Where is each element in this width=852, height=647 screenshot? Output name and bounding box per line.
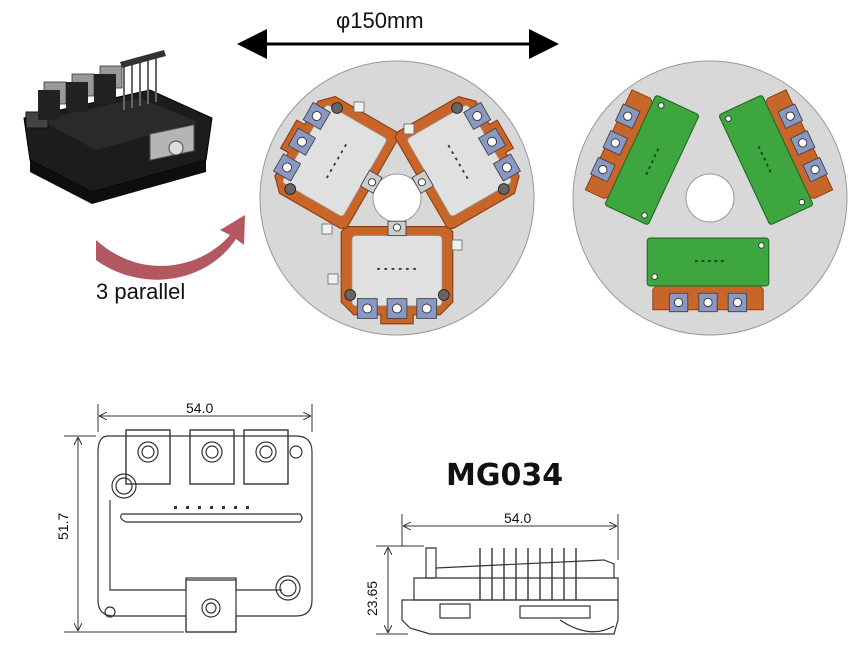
diameter-label: φ150mm (336, 8, 424, 33)
top-width-value: 54.0 (186, 400, 214, 416)
parallel-label: 3 parallel (96, 279, 186, 304)
side-height-value: 23.65 (364, 580, 380, 616)
model-label: MG034 (446, 458, 564, 493)
side-view-drawing (401, 547, 619, 635)
disc-with-pcbs (572, 60, 848, 336)
top-width-dimension (97, 404, 313, 432)
parallel-arrow (96, 215, 245, 280)
side-width-value: 54.0 (504, 510, 532, 526)
module-photo (23, 50, 213, 204)
top-height-value: 51.7 (55, 512, 71, 540)
top-view-drawing (97, 429, 313, 633)
side-width-dimension (401, 514, 619, 560)
disc-three-modules (259, 60, 535, 336)
side-height-dimension (376, 545, 424, 635)
top-height-dimension (64, 435, 184, 633)
